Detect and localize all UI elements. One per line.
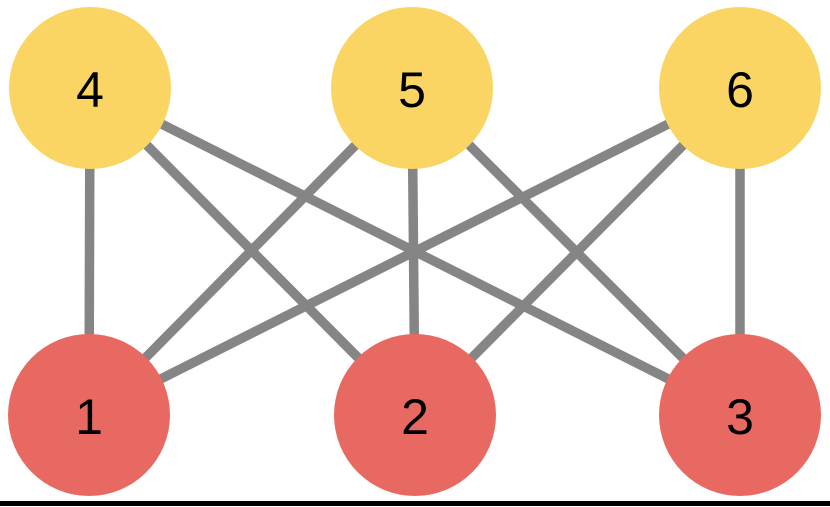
graph-node-circle-5 bbox=[331, 7, 493, 169]
graph-node-label-5: 5 bbox=[398, 62, 426, 118]
graph-node-label-1: 1 bbox=[75, 389, 103, 445]
graph-edge-6-1 bbox=[86, 83, 743, 420]
graph-node-2: 2 bbox=[334, 334, 496, 496]
decoration-layer bbox=[0, 501, 830, 506]
graph-node-label-6: 6 bbox=[726, 62, 754, 118]
graph-node-4: 4 bbox=[9, 7, 171, 169]
graph-node-circle-2 bbox=[334, 334, 496, 496]
graph-node-1: 1 bbox=[8, 334, 170, 496]
graph-node-circle-4 bbox=[9, 7, 171, 169]
graph-node-label-3: 3 bbox=[726, 389, 754, 445]
graph-node-circle-6 bbox=[659, 7, 821, 169]
node-layer: 4 5 6 1 2 3 bbox=[8, 7, 821, 496]
graph-node-circle-3 bbox=[659, 334, 821, 496]
graph-node-5: 5 bbox=[331, 7, 493, 169]
bottom-border-line bbox=[0, 501, 830, 506]
graph-node-6: 6 bbox=[659, 7, 821, 169]
graph-node-label-2: 2 bbox=[401, 389, 429, 445]
graph-node-3: 3 bbox=[659, 334, 821, 496]
graph-node-label-4: 4 bbox=[76, 62, 104, 118]
graph-node-circle-1 bbox=[8, 334, 170, 496]
